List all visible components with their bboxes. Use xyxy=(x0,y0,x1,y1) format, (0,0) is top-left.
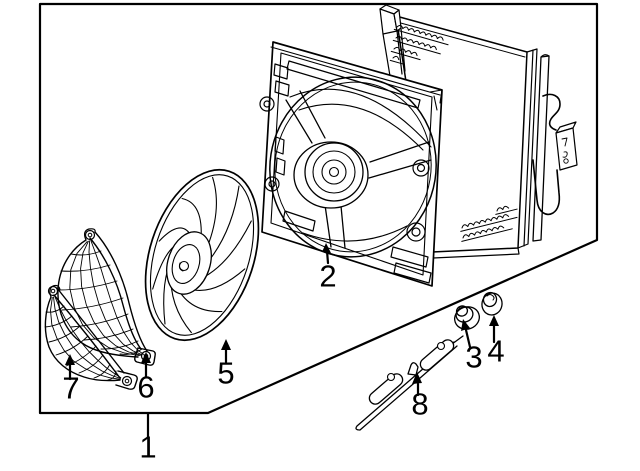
callout-arrow-4 xyxy=(489,315,499,344)
grommet-small xyxy=(454,305,480,330)
fan-blade xyxy=(144,168,260,342)
fan-shroud-assembly xyxy=(259,41,443,287)
callout-label-1: 1 xyxy=(139,429,157,465)
callout-arrow-5 xyxy=(221,339,231,364)
callout-label-3: 3 xyxy=(465,339,483,375)
callout-label-2: 2 xyxy=(319,258,337,294)
callout-arrows xyxy=(65,243,499,439)
callout-arrow-7 xyxy=(65,354,75,381)
protective-grille-inner xyxy=(44,284,138,390)
callout-label-8: 8 xyxy=(411,386,429,422)
mounting-bracket-strip xyxy=(355,335,464,431)
callout-label-5: 5 xyxy=(217,355,235,391)
callout-label-6: 6 xyxy=(137,369,155,405)
callout-label-4: 4 xyxy=(487,333,505,369)
callout-arrow-3 xyxy=(461,319,472,349)
callout-label-7: 7 xyxy=(62,370,80,406)
grommet-dome xyxy=(481,291,503,316)
protective-grille-outer xyxy=(57,228,156,366)
callout-arrow-2 xyxy=(322,243,331,265)
callout-arrow-6 xyxy=(141,352,151,379)
callout-arrow-8 xyxy=(412,372,422,397)
